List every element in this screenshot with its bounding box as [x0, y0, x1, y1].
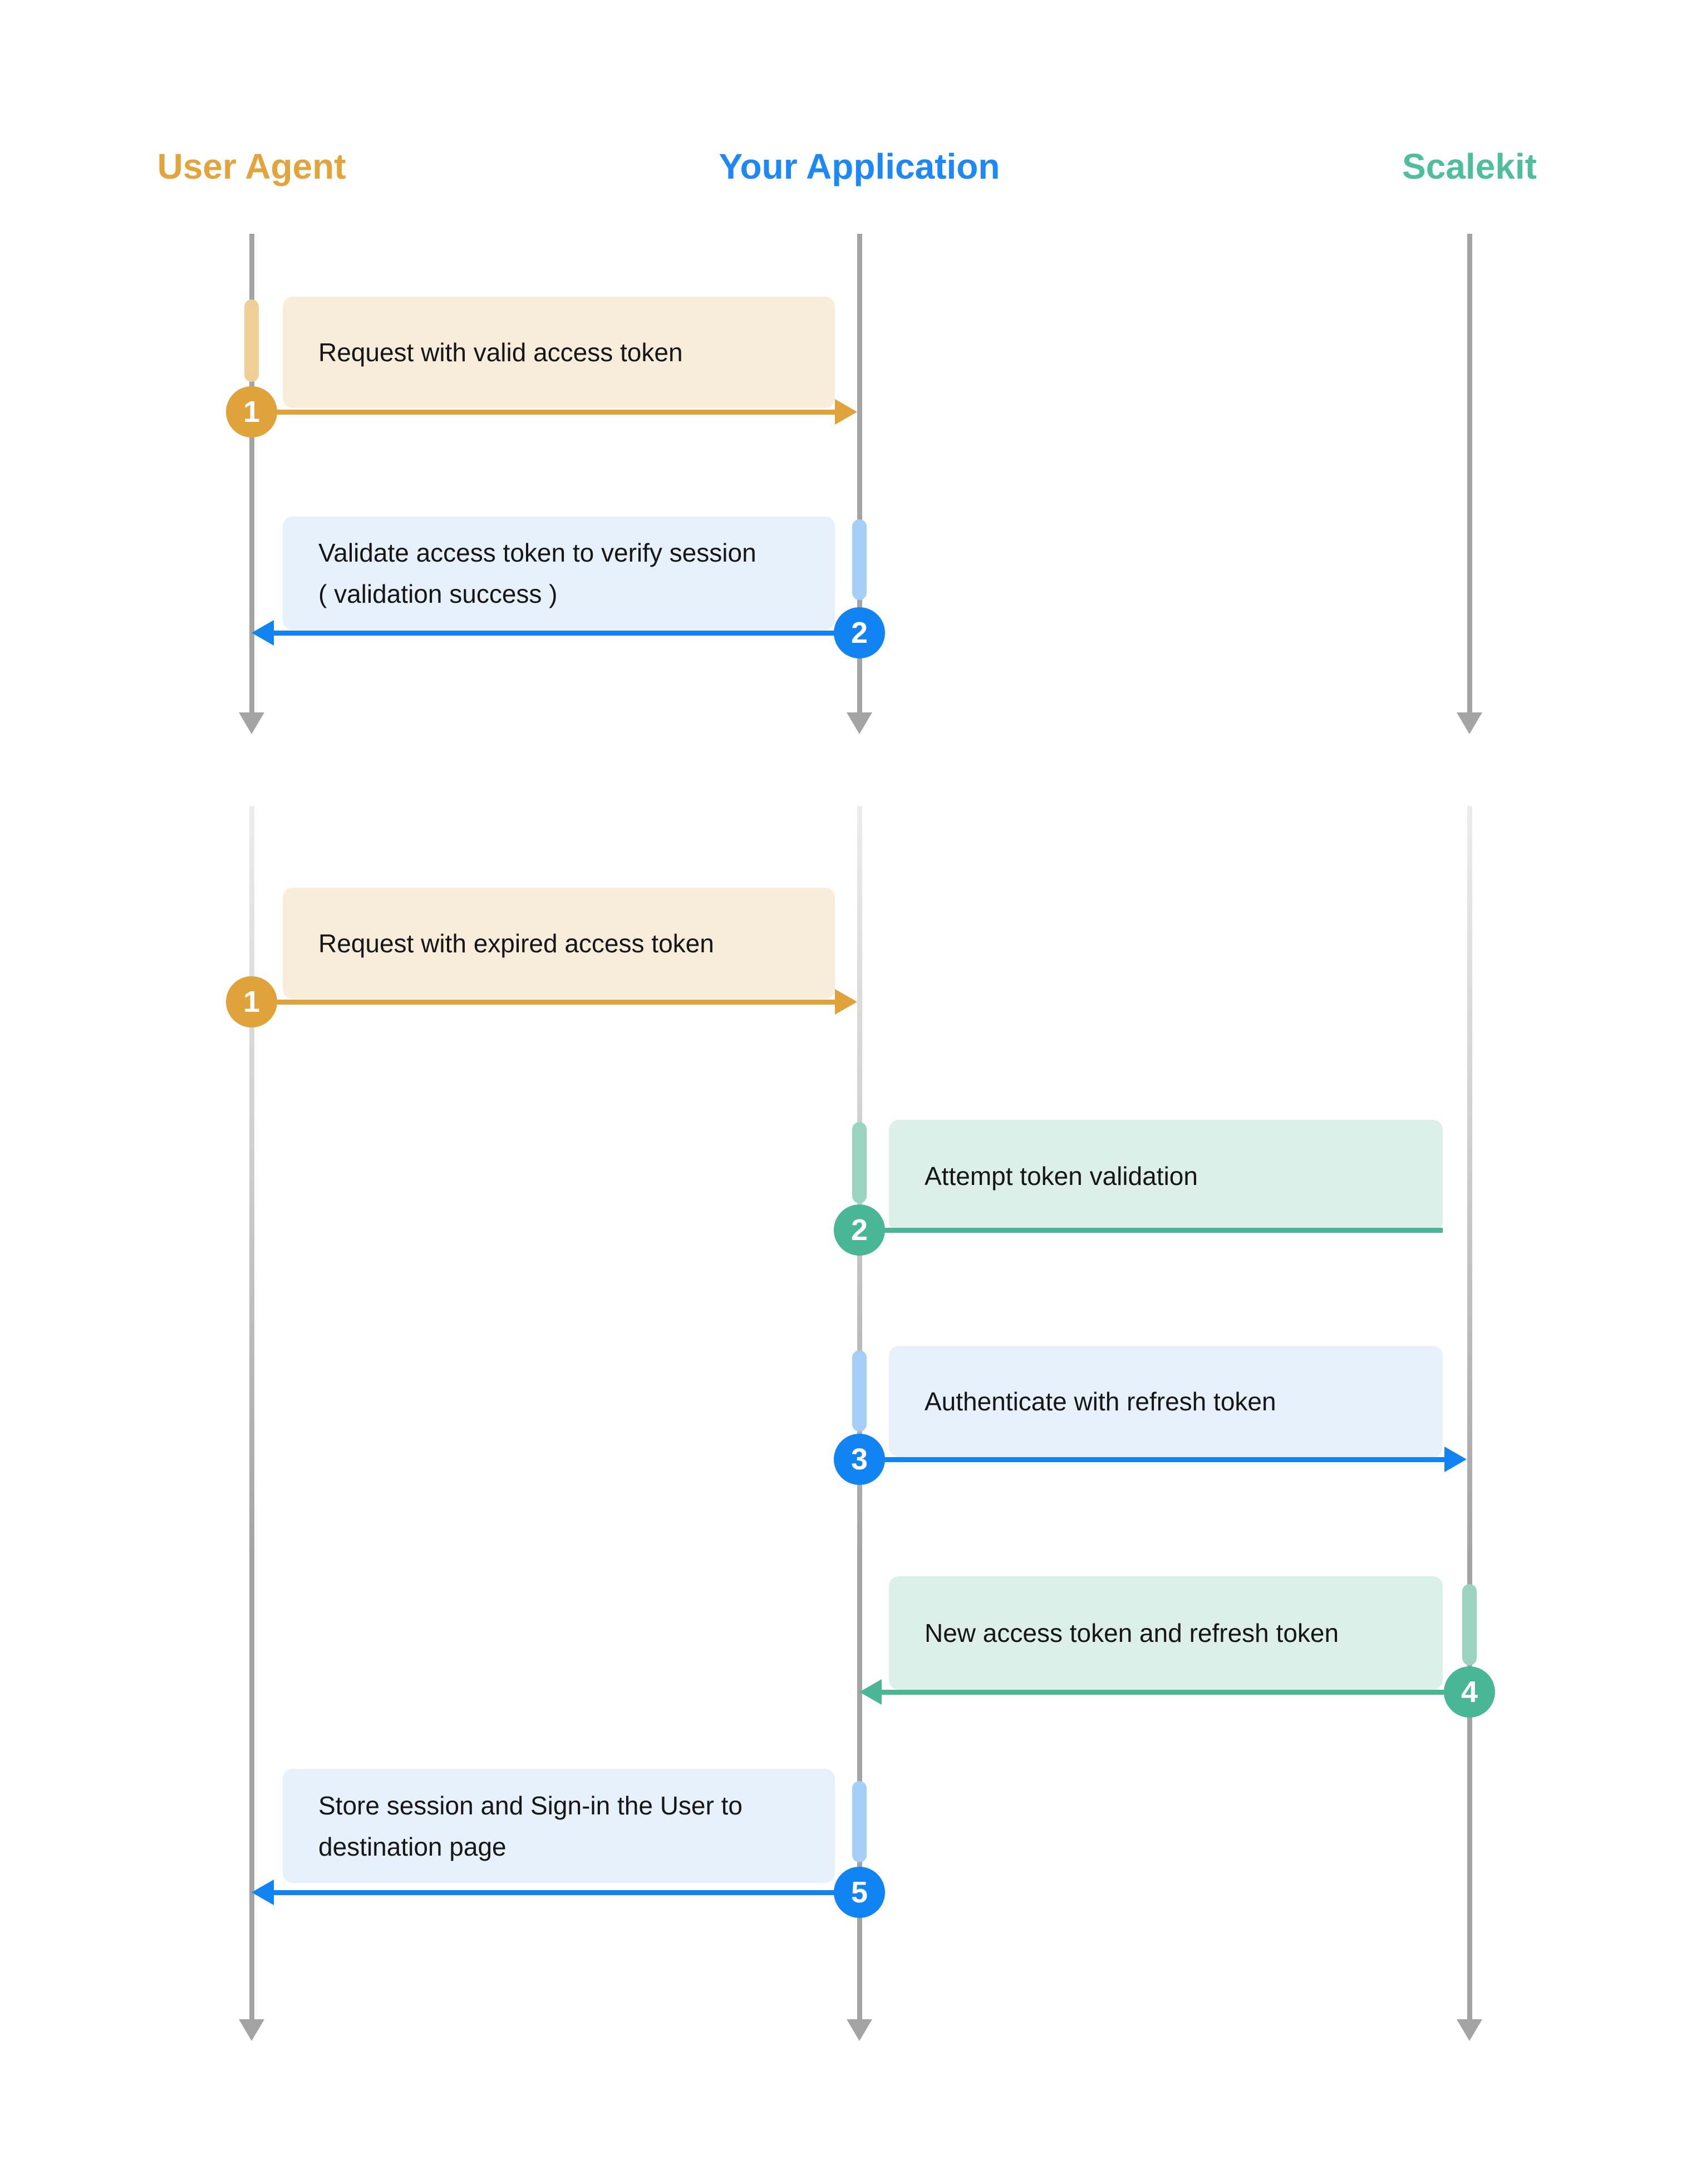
lifeline-arrow-down-icon [239, 2019, 264, 2041]
lifeline-arrow-down-icon [239, 712, 264, 734]
lifeline-scalekit-1 [1467, 234, 1472, 712]
activation-bar [852, 1350, 867, 1432]
activation-bar [1462, 1584, 1477, 1665]
lifeline-your-application-1 [857, 234, 862, 712]
message-arrow [274, 1890, 859, 1895]
message-box: Attempt token validation [889, 1120, 1443, 1232]
message-arrow [252, 1000, 835, 1005]
step-circle: 2 [834, 1204, 885, 1256]
step-circle: 3 [834, 1434, 885, 1485]
message-arrow [274, 631, 859, 636]
actor-label-user-agent: User Agent [157, 146, 346, 186]
lifeline-arrow-down-icon [847, 2019, 872, 2041]
arrow-left-icon [859, 1679, 882, 1705]
message-box: Request with valid access token [283, 297, 835, 408]
arrow-right-icon [835, 989, 857, 1015]
step-circle: 1 [226, 976, 277, 1027]
lifeline-scalekit-2 [1467, 806, 1472, 2019]
lifeline-user-agent-1 [249, 234, 254, 712]
lifeline-arrow-down-icon [1457, 2019, 1482, 2041]
message-box: Request with expired access token [283, 888, 835, 999]
step-circle: 4 [1444, 1666, 1495, 1718]
step-circle: 1 [226, 386, 277, 437]
arrow-left-icon [252, 620, 274, 646]
message-arrow [882, 1690, 1469, 1695]
lifeline-arrow-down-icon [847, 712, 872, 734]
actor-label-scalekit: Scalekit [1402, 146, 1537, 186]
message-box: Validate access token to verify session … [283, 517, 835, 630]
actor-label-your-application: Your Application [719, 146, 1000, 186]
activation-bar [852, 519, 867, 600]
message-arrow [252, 410, 835, 415]
message-box: Store session and Sign-in the User to de… [283, 1769, 835, 1883]
activation-bar [852, 1781, 867, 1862]
message-arrow [859, 1457, 1444, 1462]
arrow-left-icon [252, 1880, 274, 1905]
message-box: Authenticate with refresh token [889, 1346, 1443, 1457]
message-underline [859, 1228, 1443, 1233]
activation-bar [244, 299, 259, 382]
arrow-right-icon [1444, 1447, 1467, 1472]
message-box: New access token and refresh token [889, 1576, 1443, 1690]
activation-bar [852, 1122, 867, 1203]
step-circle: 2 [834, 607, 885, 658]
step-circle: 5 [834, 1867, 885, 1918]
arrow-right-icon [835, 399, 857, 425]
lifeline-arrow-down-icon [1457, 712, 1482, 734]
lifeline-user-agent-2 [249, 806, 254, 2019]
